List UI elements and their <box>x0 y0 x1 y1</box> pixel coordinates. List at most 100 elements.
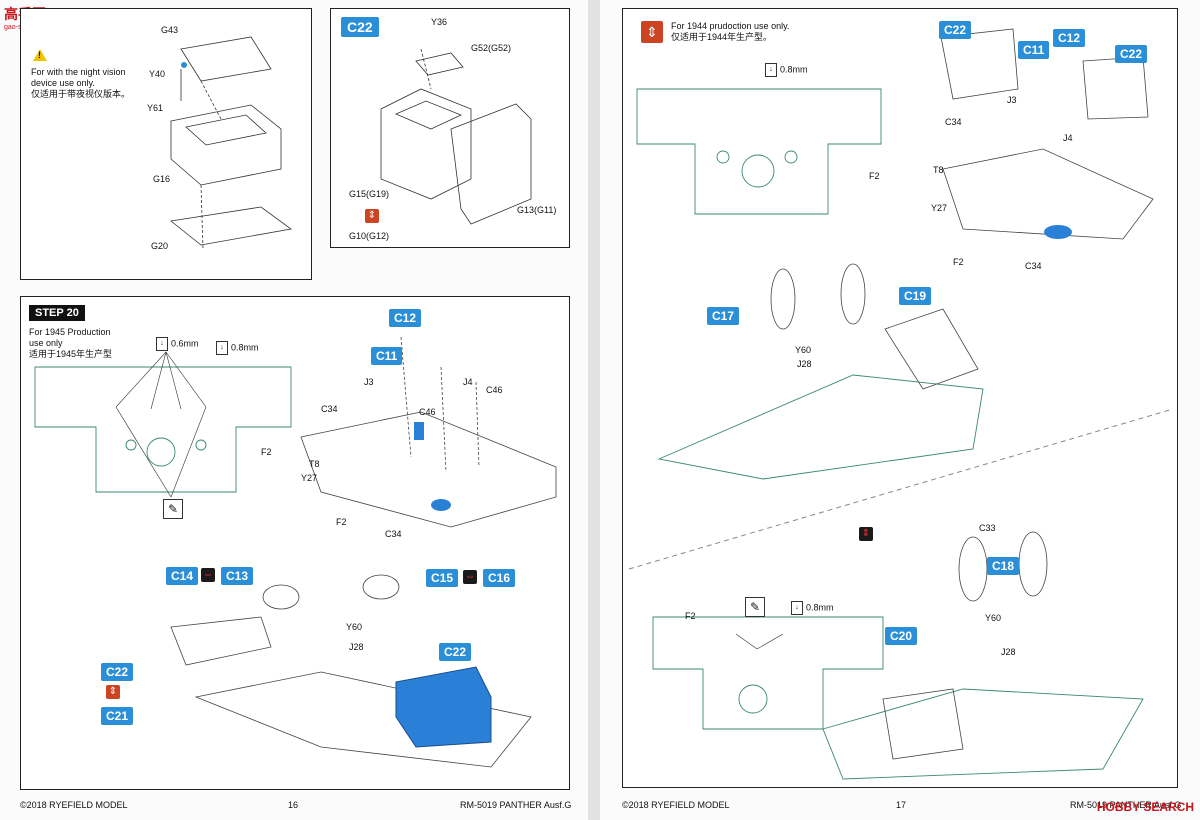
drill-icon: ↓ <box>216 341 228 355</box>
footer-copyright: ©2018 RYEFIELD MODEL <box>20 800 128 810</box>
label-f2-b: F2 <box>336 517 347 527</box>
hatch-assembly-drawing <box>170 36 292 250</box>
label-c33: C33 <box>979 523 996 533</box>
label-g20: G20 <box>151 241 169 251</box>
drill-08-right: ↓0.8mm <box>765 63 808 77</box>
label-j4: J4 <box>1063 133 1073 143</box>
label-c34-b: C34 <box>1025 261 1042 271</box>
footer-page-number: 16 <box>288 800 299 810</box>
pen-icon: ✎ <box>163 499 183 519</box>
label-y27: Y27 <box>931 203 948 213</box>
part-tag-c12: C12 <box>389 309 422 327</box>
label-t8: T8 <box>309 459 320 469</box>
part-tag-c12: C12 <box>1053 29 1086 47</box>
1944-panel: ⇕ For 1944 prudoction use only. 仅适用于1944… <box>622 8 1178 788</box>
flip-icon: ⇕ <box>859 527 873 541</box>
step20-note-en: For 1945 Production use only <box>29 327 111 348</box>
label-j3: J3 <box>1007 95 1017 105</box>
night-vision-note: For with the night vision device use onl… <box>31 67 151 100</box>
part-tag-c22-left: C22 <box>101 663 134 681</box>
note-en: For with the night vision device use onl… <box>31 67 126 88</box>
part-tag-c22-b: C22 <box>1115 45 1148 63</box>
drill-08-label: 0.8mm <box>231 342 259 353</box>
label-y60-lower: Y60 <box>985 613 1002 623</box>
part-tag-c17: C17 <box>707 307 740 325</box>
1944-note-cn: 仅适用于1944年生产型。 <box>671 32 773 42</box>
label-c34-a: C34 <box>945 117 962 127</box>
step20-note-cn: 适用于1945年生产型 <box>29 349 113 359</box>
step20-drawing <box>34 336 557 768</box>
label-y40: Y40 <box>149 69 166 79</box>
part-tag-c19: C19 <box>899 287 932 305</box>
part-tag-c13: C13 <box>221 567 254 585</box>
1944-note-en: For 1944 prudoction use only. <box>671 21 790 31</box>
label-f2-lower: F2 <box>685 611 696 621</box>
right-page: ⇕ For 1944 prudoction use only. 仅适用于1944… <box>600 0 1200 820</box>
label-f2: F2 <box>261 447 272 457</box>
part-tag-c22-a: C22 <box>939 21 972 39</box>
flip-icon: ⇕ <box>365 209 379 223</box>
drill-08: ↓0.8mm <box>216 341 259 355</box>
1944-note: For 1944 prudoction use only. 仅适用于1944年生… <box>671 21 831 43</box>
part-tag-c20: C20 <box>885 627 918 645</box>
part-tag-c14: C14 <box>166 567 199 585</box>
watermark: HOBBY SEARCH <box>1096 800 1194 814</box>
label-j28: J28 <box>349 642 364 652</box>
label-t8: T8 <box>933 165 944 175</box>
label-y27: Y27 <box>301 473 318 483</box>
footer-model: RM-5019 PANTHER Ausf.G <box>1070 800 1182 810</box>
label-g16: G16 <box>153 174 171 184</box>
warning-icon: ! <box>33 49 47 61</box>
footer-page-number: 17 <box>896 800 907 810</box>
drill-08-lower: ↓0.8mm <box>791 601 834 615</box>
left-page: 高手网 gao-shou.com ! For with the night vi… <box>0 0 588 820</box>
footer-model: RM-5019 PANTHER Ausf.G <box>460 800 572 810</box>
label-g13: G13(G11) <box>517 205 557 215</box>
label-f2-a: F2 <box>953 257 964 267</box>
step20-panel: STEP 20 For 1945 Production use only 适用于… <box>20 296 570 790</box>
step-label: STEP 20 <box>29 305 85 321</box>
drill-icon: ↓ <box>765 63 777 77</box>
label-c34-top: C34 <box>321 404 338 414</box>
part-tag-c11: C11 <box>1018 41 1050 59</box>
drill-06-label: 0.6mm <box>171 338 199 349</box>
drill-icon: ↓ <box>791 601 803 615</box>
label-c34-b: C34 <box>385 529 402 539</box>
drill-08-right-label: 0.8mm <box>780 64 808 75</box>
label-y61: Y61 <box>147 103 164 113</box>
part-tag-c21: C21 <box>101 707 134 725</box>
label-y60-upper: Y60 <box>795 345 812 355</box>
label-y60: Y60 <box>346 622 363 632</box>
flip-icon: ⇕ <box>641 21 663 43</box>
drill-06: ↓0.6mm <box>156 337 199 351</box>
label-g43: G43 <box>161 25 179 35</box>
label-g52: G52(G52) <box>471 43 512 53</box>
flip-icon: ⇔ <box>201 568 215 582</box>
label-g10: G10(G12) <box>349 231 390 241</box>
label-j28-upper: J28 <box>797 359 812 369</box>
step20-note: For 1945 Production use only 适用于1945年生产型 <box>29 327 119 360</box>
flip-icon: ⇔ <box>463 570 477 584</box>
part-tag-c22-right: C22 <box>439 643 472 661</box>
part-tag-c18: C18 <box>987 557 1020 575</box>
night-vision-panel: ! For with the night vision device use o… <box>20 8 312 280</box>
label-f2-main: F2 <box>869 171 880 181</box>
label-y36: Y36 <box>431 17 448 27</box>
1944-drawing <box>628 28 1174 780</box>
note-cn: 仅适用于带夜视仪版本。 <box>31 89 131 99</box>
label-j28-lower: J28 <box>1001 647 1016 657</box>
drill-icon: ↓ <box>156 337 168 351</box>
part-tag-c16: C16 <box>483 569 516 587</box>
label-j4: J4 <box>463 377 473 387</box>
footer-copyright: ©2018 RYEFIELD MODEL <box>622 800 730 810</box>
page-gutter <box>588 0 600 820</box>
label-c46-a: C46 <box>486 385 503 395</box>
part-tag-c22: C22 <box>341 17 379 37</box>
part-tag-c15: C15 <box>426 569 459 587</box>
part-tag-c11: C11 <box>371 347 403 365</box>
label-j3: J3 <box>364 377 374 387</box>
pen-icon: ✎ <box>745 597 765 617</box>
label-c46-b: C46 <box>419 407 436 417</box>
flip-icon: ⇕ <box>106 685 120 699</box>
shield-assembly-drawing <box>380 48 532 225</box>
